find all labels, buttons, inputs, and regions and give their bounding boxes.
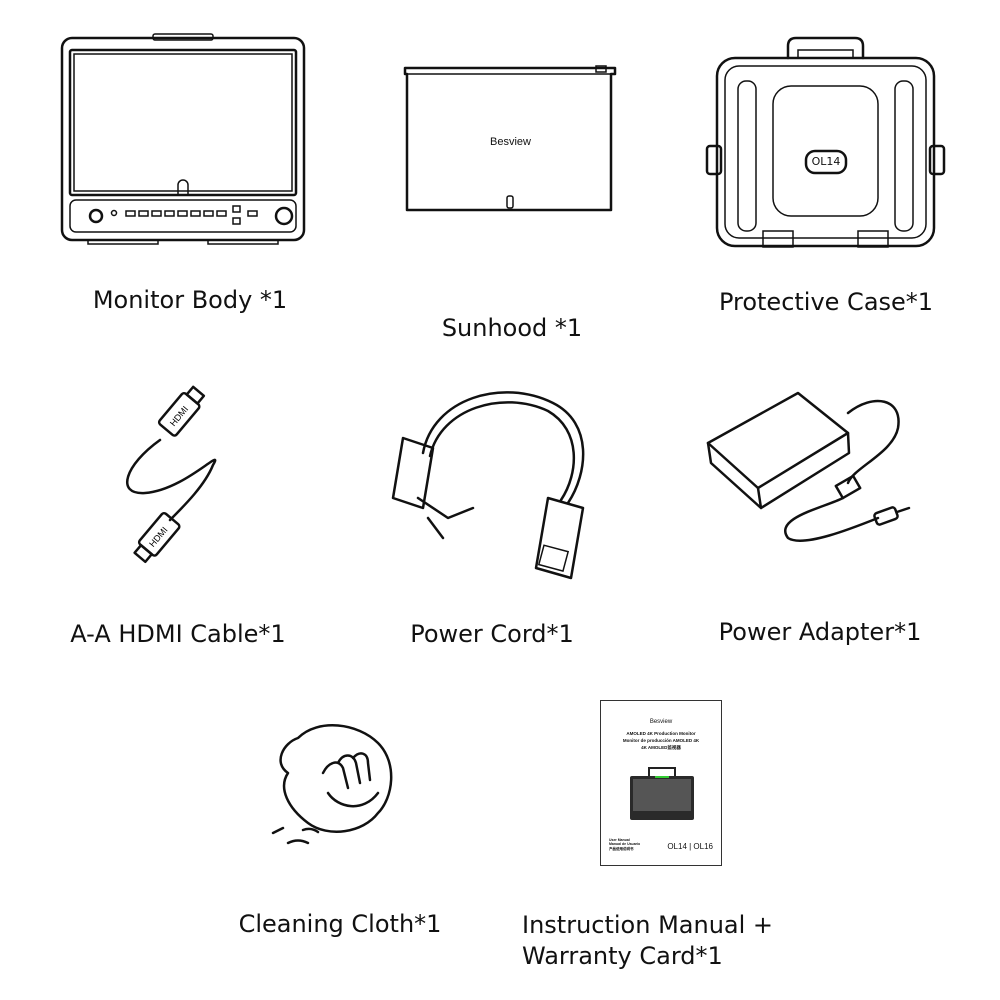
cleaning-cloth-illustration: [268, 718, 403, 853]
instruction-manual-illustration: Besview AMOLED 4K Production Monitor Mon…: [600, 700, 722, 866]
manual-monitor-image: [630, 767, 694, 820]
power-cord-illustration: [383, 378, 603, 583]
sunhood-label: Sunhood *1: [441, 314, 583, 342]
power-cord-label: Power Cord*1: [410, 620, 574, 648]
sunhood-brand: Besview: [490, 136, 531, 148]
manual-title-zh: 4K AMOLED监视器: [641, 745, 681, 750]
manual-title-en: AMOLED 4K Production Monitor: [626, 731, 696, 736]
monitor-body-illustration: [58, 32, 308, 247]
sunhood-illustration: Besview: [403, 64, 618, 214]
protective-case-illustration: OL14: [703, 36, 948, 254]
manual-title-es: Monitor de producción AMOLED 4K: [622, 738, 700, 743]
manual-label-line2: Warranty Card*1: [522, 942, 723, 970]
power-adapter-illustration: [703, 388, 913, 548]
cleaning-cloth-label: Cleaning Cloth*1: [238, 910, 442, 938]
hdmi-cable-label: A-A HDMI Cable*1: [70, 620, 286, 648]
manual-brand: Besview: [649, 719, 673, 725]
hdmi-cable-illustration: HDMI HDMI: [115, 385, 230, 570]
manual-models: OL14 | OL16: [667, 842, 713, 851]
power-adapter-label: Power Adapter*1: [718, 618, 922, 646]
protective-case-label: Protective Case*1: [718, 288, 934, 316]
case-badge: OL14: [811, 155, 841, 168]
manual-label-line1: Instruction Manual +: [522, 911, 774, 939]
monitor-body-label: Monitor Body *1: [92, 286, 288, 314]
instruction-manual-label: Instruction Manual + Warranty Card*1: [522, 910, 773, 972]
